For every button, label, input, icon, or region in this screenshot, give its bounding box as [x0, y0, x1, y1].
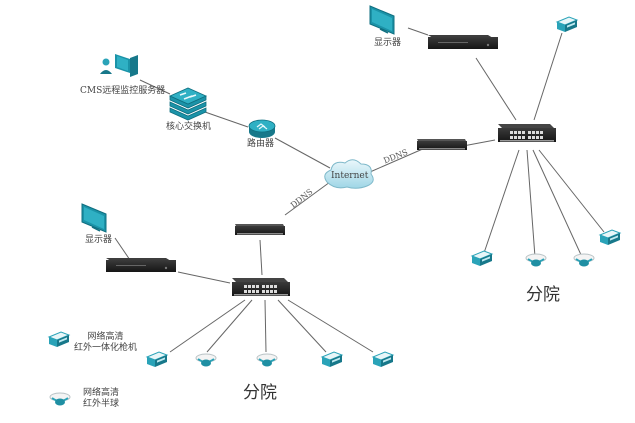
legend-bullet-camera-icon: [48, 331, 70, 348]
monitor-right-label: 显示器: [374, 38, 402, 48]
monitor-left-icon: [81, 203, 107, 233]
monitor-left-label: 显示器: [85, 235, 113, 245]
cms-server-label: CMS远程监控服务器: [80, 86, 166, 96]
dome-camera-icon: [195, 353, 217, 368]
switch-left-icon: [232, 278, 290, 296]
internet-cloud-icon: [324, 159, 374, 189]
legend-bullet-line1: 网络高清: [87, 332, 124, 342]
switch-right-icon: [498, 124, 556, 142]
router-label: 路由器: [247, 139, 275, 149]
link-right-cam4: [538, 149, 605, 233]
core-switch-label: 核心交换机: [166, 122, 212, 132]
bullet-camera-icon: [556, 16, 578, 33]
bullet-camera-icon: [146, 351, 168, 368]
bullet-camera-icon: [321, 351, 343, 368]
link-router-internet: [274, 137, 331, 169]
monitor-right-icon: [369, 5, 395, 35]
internet-label: Internet: [331, 171, 369, 181]
legend-bullet-label: 网络高清 红外一体化枪机: [74, 332, 137, 354]
branch-left-label: 分院: [243, 383, 277, 403]
link-right-monitor-nvr: [407, 27, 429, 36]
link-left-monitor-nvr: [114, 237, 131, 261]
core-switch-icon: [169, 87, 207, 121]
bullet-camera-icon: [599, 229, 621, 246]
ddns-router-right-icon: [417, 139, 467, 150]
links: [114, 27, 605, 353]
link-internet-left-ddns: [284, 181, 331, 216]
legend-dome-camera-icon: [49, 392, 71, 407]
link-right-cam3: [532, 149, 583, 258]
link-right-cam1: [483, 149, 520, 254]
link-left-cam4: [277, 299, 327, 353]
link-cms-core: [139, 79, 171, 95]
link-left-nvr-switch: [177, 271, 231, 284]
dome-camera-icon: [525, 253, 547, 268]
link-left-cam1: [169, 299, 246, 353]
link-left-ddns-switch: [259, 239, 263, 276]
legend-dome-line1: 网络高清: [83, 388, 120, 398]
branch-right-label: 分院: [526, 285, 560, 305]
link-core-router: [204, 111, 249, 128]
legend-dome-line2: 红外半球: [83, 399, 120, 409]
cms-server-icon: [100, 54, 138, 77]
link-left-cam2: [206, 299, 253, 353]
dome-camera-icon: [573, 253, 595, 268]
link-internet-right-ddns: [369, 147, 426, 173]
link-right-cam-switch: [533, 32, 563, 121]
link-right-cam2: [526, 149, 536, 258]
legend-bullet-line2: 红外一体化枪机: [74, 343, 138, 353]
bullet-camera-icon: [372, 351, 394, 368]
link-left-cam3: [264, 299, 267, 353]
link-right-nvr-switch: [475, 57, 517, 121]
bullet-camera-icon: [471, 250, 493, 267]
link-right-ddns-switch: [462, 139, 496, 147]
link-left-cam5: [287, 299, 374, 353]
nvr-left-icon: [106, 258, 176, 272]
nvr-right-icon: [428, 35, 498, 49]
ddns-router-left-icon: [235, 224, 285, 235]
router-icon: [248, 119, 276, 138]
legend-dome-label: 网络高清 红外半球: [83, 388, 119, 410]
dome-camera-icon: [256, 353, 278, 368]
